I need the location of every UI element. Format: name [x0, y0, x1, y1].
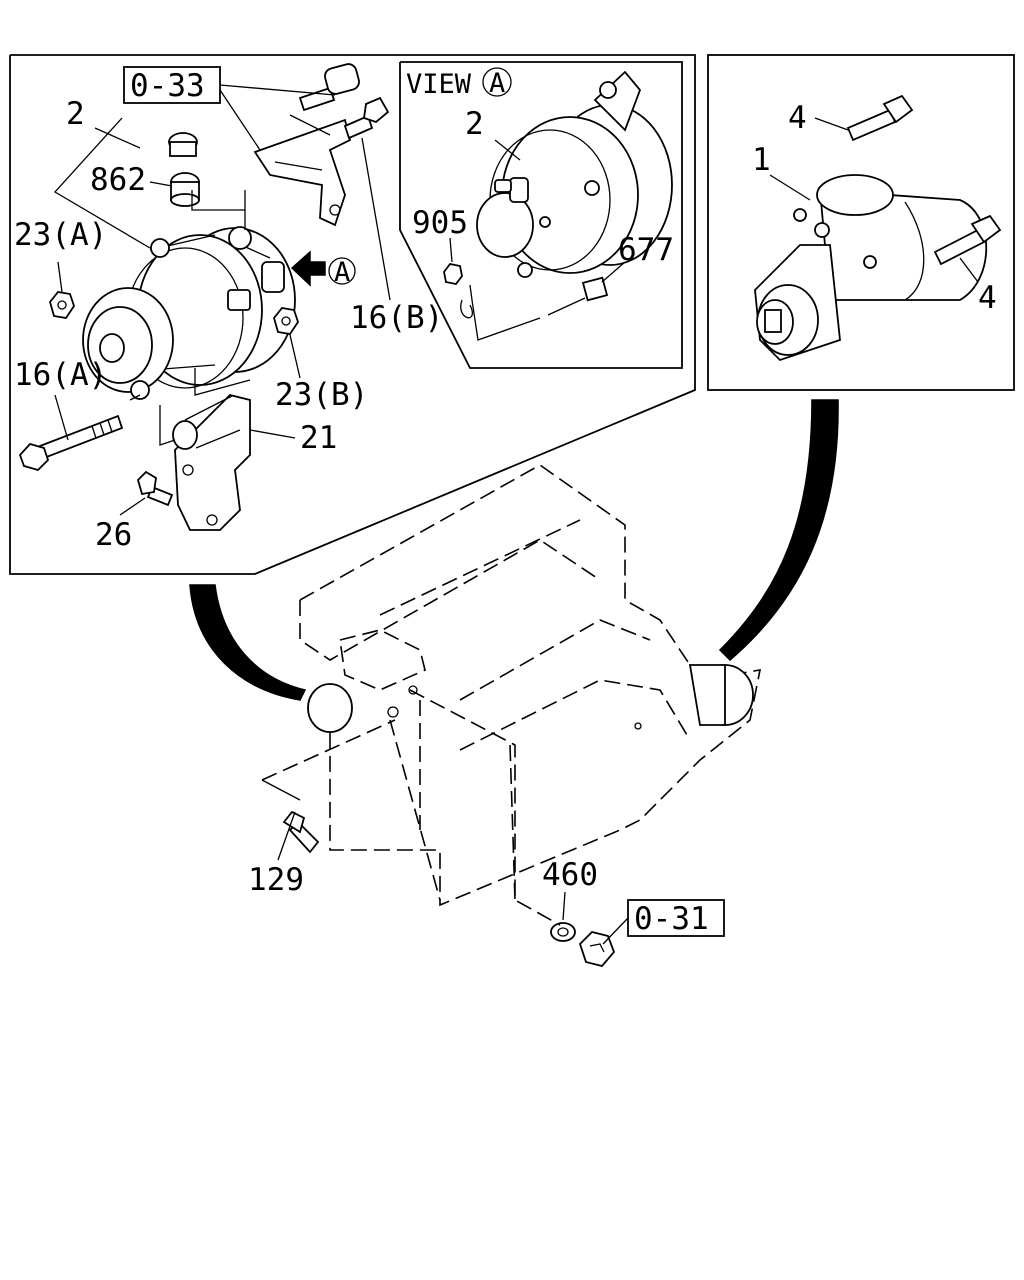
label-21: 21 — [300, 420, 337, 456]
nut-23b — [273, 307, 299, 335]
nut-23a — [49, 291, 75, 319]
label-862: 862 — [90, 162, 146, 198]
starter-bolt-right — [933, 214, 1002, 266]
label-23b: 23(B) — [275, 377, 368, 413]
leader-bolt-4-right — [959, 257, 979, 283]
label-677: 677 — [618, 232, 674, 268]
label-23a: 23(A) — [14, 217, 107, 253]
label-bolt-4-right: 4 — [978, 280, 997, 316]
bolt-top-left — [298, 63, 360, 112]
leader-460 — [562, 891, 566, 921]
label-460: 460 — [542, 857, 598, 893]
label-bolt-4-top: 4 — [788, 100, 807, 136]
starter-motor — [754, 174, 988, 362]
leader-21 — [249, 429, 296, 439]
ref-031-label: 0-31 — [634, 901, 709, 937]
label-129: 129 — [248, 862, 304, 898]
arrow-a-circle — [328, 257, 356, 285]
label-905: 905 — [412, 205, 468, 241]
guide-cap — [191, 190, 246, 230]
ref-033-leaders — [219, 84, 336, 151]
arrow-a-letter: A — [334, 257, 350, 288]
leader-starter-1 — [769, 174, 811, 201]
bolt-26 — [136, 470, 174, 507]
engine-cap — [307, 683, 353, 733]
view-a-letter: A — [489, 68, 505, 99]
callout-swoosh-left — [189, 584, 307, 701]
alternator-panel-frame — [9, 54, 696, 575]
ref-033-label: 0-33 — [130, 68, 205, 104]
adjust-bracket — [253, 118, 352, 227]
callout-swoosh-right — [718, 399, 839, 662]
leader-677 — [601, 261, 626, 283]
starter-panel-frame — [707, 54, 1015, 391]
label-16b: 16(B) — [350, 300, 443, 336]
leader-031 — [602, 917, 629, 945]
leader-23a — [57, 261, 63, 293]
label-view-2: 2 — [465, 106, 484, 142]
washer-460 — [550, 922, 576, 942]
leader-905 — [449, 237, 453, 263]
leader-129 — [277, 811, 296, 861]
mount-bracket-21 — [172, 394, 251, 531]
cap-parts — [168, 132, 200, 207]
view-a-inset: VIEW A 2 905 677 — [399, 61, 683, 369]
bolt-16b — [343, 96, 390, 140]
guide-bolt — [129, 394, 141, 401]
bolt-16a — [18, 414, 124, 472]
alternator-left — [82, 226, 296, 400]
wire-harness-677 — [460, 276, 609, 341]
leader-23b — [289, 334, 301, 379]
starter-bolt-top — [846, 94, 914, 142]
alternator-panel: A 0-33 2 862 23(A) 16(A) 16(B) 23(B) 21 … — [9, 54, 696, 575]
label-26: 26 — [95, 517, 132, 553]
label-alternator-2: 2 — [66, 96, 85, 132]
view-a-title: VIEW — [406, 69, 472, 100]
bolt-129 — [261, 719, 396, 854]
leader-bolt-4-top — [814, 117, 849, 131]
alternator-view-a — [476, 70, 673, 278]
leader-862 — [149, 181, 173, 187]
leader-view-2 — [494, 139, 521, 161]
engine-block — [299, 464, 762, 907]
guide-lower — [159, 368, 251, 446]
guide-drain — [409, 689, 561, 926]
view-direction-arrow — [290, 250, 326, 287]
leader-26 — [119, 497, 146, 516]
view-a-frame — [399, 61, 683, 369]
view-a-circle — [482, 67, 512, 97]
leader-16a — [54, 394, 69, 441]
label-starter-1: 1 — [752, 142, 771, 178]
leader-16b — [361, 137, 391, 301]
nut-905 — [443, 263, 463, 285]
leader-2 — [53, 117, 151, 249]
label-16a: 16(A) — [14, 357, 107, 393]
starter-panel: 1 4 4 — [707, 54, 1015, 391]
